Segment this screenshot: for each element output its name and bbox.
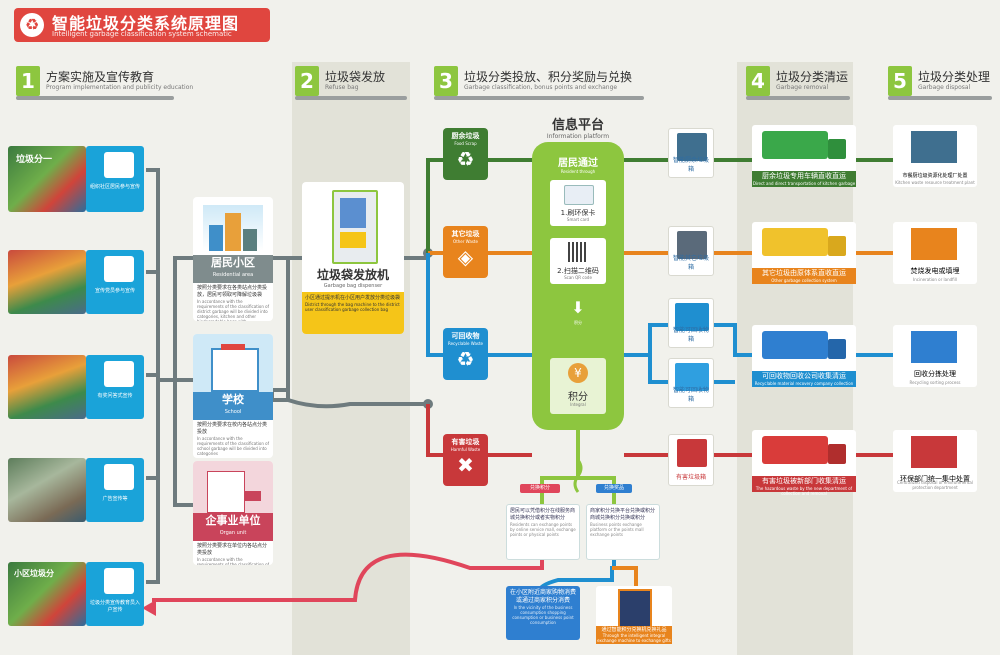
note-exchange-right: 商家积分兑换平台兑换或积分商城兑换积分兑换或积分 Business points… bbox=[586, 504, 660, 560]
bin-other: 智能其它垃圾箱 bbox=[668, 226, 714, 276]
kitchen-waste-icon: ♻ bbox=[456, 147, 475, 171]
door-to-door-icon bbox=[104, 568, 134, 594]
unit-organ: 企事业单位 Organ unit 按照分类要求在单位内各站点分类投放 In ac… bbox=[193, 461, 273, 565]
truck-icon bbox=[762, 131, 828, 159]
smart-bin-icon bbox=[677, 439, 707, 467]
recycle-icon: ♻ bbox=[20, 13, 44, 37]
units-join-line bbox=[272, 256, 290, 400]
step-1: 1 方案实施及宣传教育 Program implementation and p… bbox=[16, 66, 193, 100]
plant-recyclable: 回收分拣处理 Recycling sorting process bbox=[893, 325, 977, 387]
tag-exchange-gifts: 兑换奖品 bbox=[596, 484, 632, 493]
education-photo-4 bbox=[8, 458, 86, 522]
education-card-1: 组织社区居民参与宣传 bbox=[86, 146, 144, 212]
education-to-units-line bbox=[158, 256, 195, 507]
plant-harmful: 环保部门统一集中处置 Centralized disposal of envir… bbox=[893, 430, 977, 492]
return-arrow-icon bbox=[142, 600, 156, 616]
step-2: 2 垃圾袋发放 Refuse bag bbox=[295, 66, 407, 100]
smart-bin-icon bbox=[675, 303, 709, 331]
smart-bin-icon bbox=[677, 133, 707, 161]
bin-harmful: 有害垃圾箱 bbox=[668, 434, 714, 486]
education-photo-5: 小区垃圾分 bbox=[8, 562, 86, 626]
arrow-down-icon: ⬇ bbox=[571, 298, 585, 317]
category-recyclable: 可回收物 Recyclable Waste ♻ bbox=[443, 328, 488, 380]
dispenser-machine-icon bbox=[332, 190, 378, 264]
qr-code-step: 2.扫描二维码 Scan QR code bbox=[550, 238, 606, 284]
unit-residential: 居民小区 Residential area 按照分类要求在各类站点分类投放，居民… bbox=[193, 197, 273, 321]
card-icon bbox=[564, 185, 594, 205]
truck-icon bbox=[762, 331, 828, 359]
truck-icon bbox=[762, 436, 828, 464]
disposal-plant-icon bbox=[911, 436, 957, 468]
harmful-waste-icon: ✖ bbox=[457, 453, 474, 477]
education-photo-1: 垃圾分一 bbox=[8, 146, 86, 212]
unit-to-platform-line bbox=[270, 390, 428, 409]
bin-kitchen: 智能厨余垃圾箱 bbox=[668, 128, 714, 178]
information-platform: 居民通过 Resident through 1.刷环保卡 Smart card … bbox=[532, 142, 624, 430]
education-card-2: 宣传党员参与宣传 bbox=[86, 250, 144, 314]
gift-icon bbox=[104, 361, 134, 387]
education-card-5: 垃圾分类宣传教育员入户宣传 bbox=[86, 562, 144, 626]
exchange-machine-card: 通过智能积分兑换机兑换礼品 Through the intelligent in… bbox=[596, 586, 672, 644]
recycling-plant-icon bbox=[911, 331, 957, 363]
category-other: 其它垃圾 Other Waste ◈ bbox=[443, 226, 488, 278]
education-card-4: 广告宣传等 bbox=[86, 458, 144, 522]
tag-exchange-points: 兑换积分 bbox=[520, 484, 560, 493]
education-photo-3 bbox=[8, 355, 86, 419]
title-banner: ♻ 智能垃圾分类系统原理图 Intelligent garbage classi… bbox=[14, 8, 270, 42]
education-photo-2 bbox=[8, 250, 86, 314]
column-shade-refuse-bag bbox=[292, 62, 410, 655]
qr-code-icon bbox=[568, 242, 588, 262]
presenter-icon bbox=[104, 256, 134, 282]
incinerator-icon bbox=[911, 228, 957, 260]
step-5: 5 垃圾分类处理 Garbage disposal bbox=[888, 66, 992, 100]
exchange-machine-icon bbox=[618, 589, 652, 629]
education-card-3: 有奖问答式宣传 bbox=[86, 355, 144, 419]
coin-icon: ¥ bbox=[568, 363, 588, 383]
education-bracket-line bbox=[146, 168, 160, 584]
plant-kitchen: 市餐厨垃圾资源化处理厂处置 Kitchen waste resource tre… bbox=[893, 125, 977, 187]
factory-icon bbox=[911, 131, 957, 163]
route-harmful bbox=[426, 404, 532, 457]
bin-recyclable-2: 智能可回收物箱 bbox=[668, 358, 714, 408]
recycle-icon: ♻ bbox=[456, 347, 475, 371]
page-subtitle: Intelligent garbage classification syste… bbox=[52, 30, 232, 38]
route-recyclable bbox=[426, 253, 532, 357]
points-step: ¥ 积分 Integral bbox=[550, 358, 606, 414]
route-kitchen bbox=[426, 158, 532, 253]
smart-bin-icon bbox=[675, 363, 709, 391]
category-harmful: 有害垃圾 Harmful Waste ✖ bbox=[443, 434, 488, 486]
book-icon bbox=[104, 152, 134, 178]
truck-icon bbox=[762, 228, 828, 256]
plant-other: 焚烧发电或填埋 Incineration or landfill bbox=[893, 222, 977, 284]
category-kitchen: 厨余垃圾 Food Scrap ♻ bbox=[443, 128, 488, 180]
note-exchange-left: 居民可以凭借积分在线服务商城兑换积分或者实物积分 Residents can e… bbox=[506, 504, 580, 560]
billboard-icon bbox=[104, 464, 134, 490]
platform-title: 信息平台 Information platform bbox=[546, 118, 610, 140]
page-title: 智能垃圾分类系统原理图 bbox=[52, 14, 240, 33]
smart-bin-icon bbox=[677, 231, 707, 259]
unit-school: 学校 School 按照分类要求在校内各站点分类投放 In accordance… bbox=[193, 334, 273, 458]
bin-recyclable-1: 智能可回收物箱 bbox=[668, 298, 714, 348]
step-3: 3 垃圾分类投放、积分奖励与兑换 Garbage classification,… bbox=[434, 66, 644, 100]
bag-dispenser-card: 垃圾袋发放机 Garbage bag dispenser 小区通过提示机在小区用… bbox=[302, 182, 404, 334]
note-merchant-consumption: 在小区附近商家购物消费或通过商家积分消费 In the vicinity of … bbox=[506, 586, 580, 640]
step-4: 4 垃圾分类清运 Garbage removal bbox=[746, 66, 850, 100]
other-waste-icon: ◈ bbox=[457, 245, 474, 269]
smart-card-step: 1.刷环保卡 Smart card bbox=[550, 180, 606, 226]
exchange-return-line bbox=[152, 552, 544, 602]
